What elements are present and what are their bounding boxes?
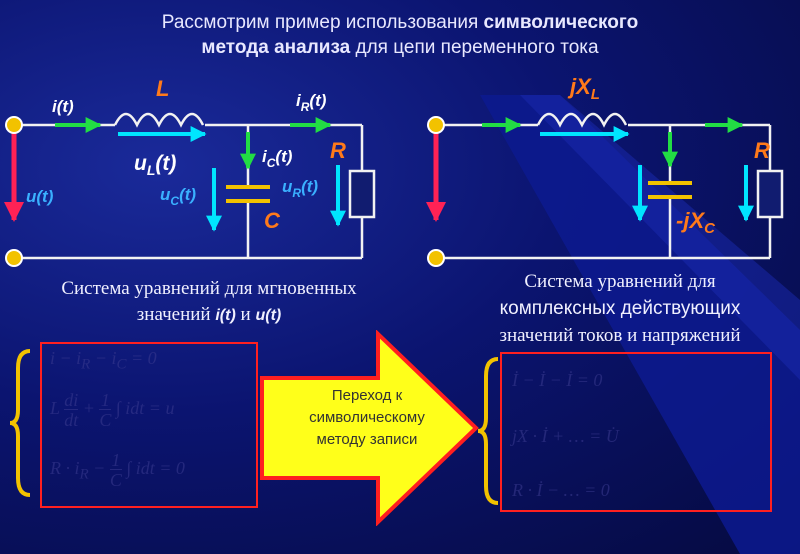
right-caption: Система уравнений для комплексных действ… — [499, 271, 741, 346]
label-resistor-voltage: uR(t) — [282, 177, 318, 200]
label-capacitor-voltage: uC(t) — [160, 185, 196, 208]
label-capacitor: C — [264, 208, 281, 233]
label-resistor-complex: R — [754, 138, 770, 163]
transition-label: Переход к символическому методу записи — [309, 387, 425, 448]
inductor-coil-complex — [536, 112, 628, 128]
left-equation-1: i − iR − iC = 0 — [50, 348, 157, 373]
right-equation-box — [500, 352, 772, 512]
right-circuit: jXL -jXC R — [426, 74, 784, 267]
right-equation-2: jX · İ + … = U̇ — [512, 426, 619, 446]
terminal-bottom — [5, 249, 23, 267]
label-capacitor-current: iC(t) — [262, 147, 293, 170]
slide-title: Рассмотрим пример использования символич… — [161, 12, 639, 58]
inductor-coil — [113, 112, 205, 128]
label-source-current: i(t) — [52, 97, 74, 116]
left-brace — [9, 349, 31, 497]
left-equation-box — [40, 342, 258, 508]
right-brace — [477, 357, 499, 505]
left-circuit: i(t) L uL(t) iR(t) iC(t) uR(t) uC(t) C R… — [4, 76, 376, 267]
left-caption: Система уравнений для мгновенных значени… — [61, 278, 357, 325]
label-inductor-voltage: uL(t) — [134, 152, 176, 178]
label-inductor: L — [156, 76, 169, 101]
label-source-voltage: u(t) — [26, 187, 54, 206]
terminal-top — [5, 116, 23, 134]
label-resistor-current: iR(t) — [296, 91, 327, 114]
right-equation-3: R · İ − … = 0 — [512, 480, 610, 500]
label-inductor-complex: jXL — [567, 74, 600, 103]
resistor-body — [348, 169, 376, 219]
label-capacitor-complex: -jXC — [676, 208, 716, 237]
transition-arrow — [260, 330, 479, 526]
label-resistor: R — [330, 138, 346, 163]
right-equation-1: İ − İ − İ = 0 — [512, 370, 603, 390]
